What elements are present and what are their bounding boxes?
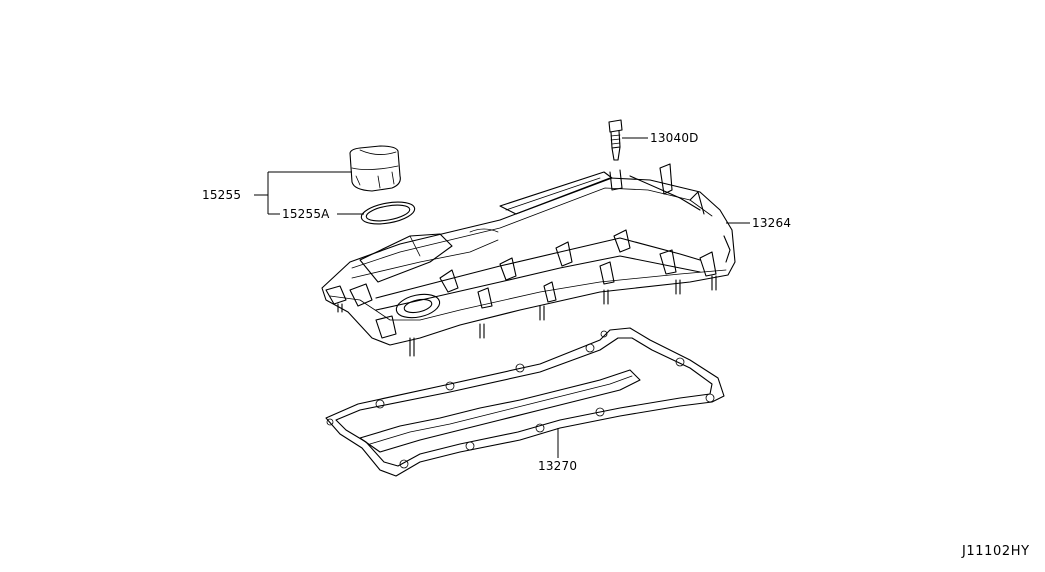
callout-15255a: 15255A <box>282 207 330 221</box>
callout-13270: 13270 <box>538 459 577 473</box>
leader-lines <box>254 137 750 458</box>
callout-15255: 15255 <box>202 188 241 202</box>
rocker-cover-part[interactable] <box>321 163 736 357</box>
o-ring-seal-part[interactable] <box>360 198 417 227</box>
gasket-part[interactable] <box>325 327 725 477</box>
callout-13264: 13264 <box>752 216 791 230</box>
diagram-reference-code: J11102HY <box>961 544 1030 559</box>
oil-filler-cap-part[interactable] <box>349 145 401 192</box>
bolt-part[interactable] <box>608 119 623 161</box>
callout-13040d: 13040D <box>650 131 699 145</box>
